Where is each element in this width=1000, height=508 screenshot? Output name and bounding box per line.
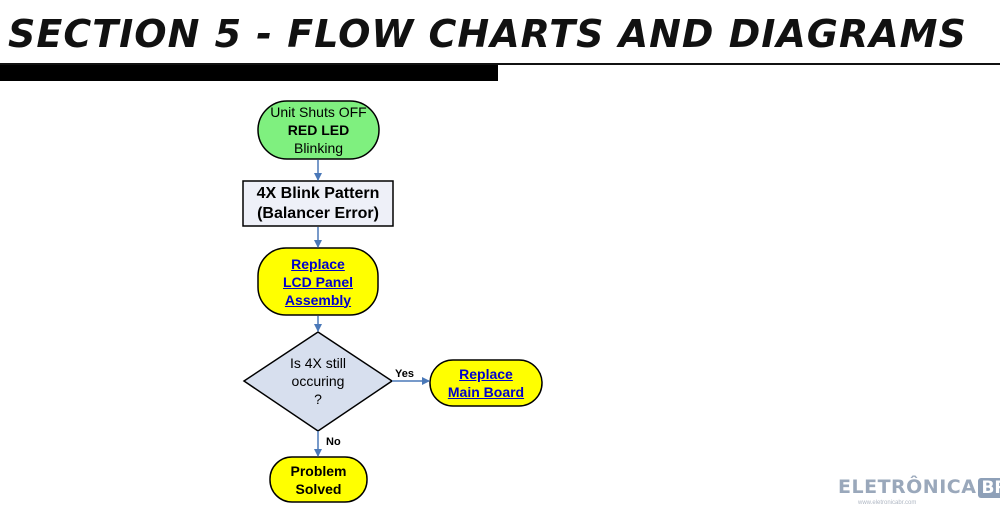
logo-brand-text: ELETRÔNICA [838,476,977,498]
yes-edge-label: Yes [395,368,414,380]
decision-line-2: occuring [291,373,345,389]
start-node-label: Unit Shuts OFF RED LED Blinking [258,101,379,159]
no-edge-label: No [326,436,341,448]
start-line-3: Blinking [293,140,344,156]
start-line-2: RED LED [287,122,350,138]
start-node [257,100,380,160]
decision-line-1: Is 4X still [289,355,346,371]
page-title: SECTION 5 - FLOW CHARTS AND DIAGRAMS [8,12,967,56]
replace-main-line-1[interactable]: Replace [459,366,513,382]
blink-pattern-node [242,180,394,227]
pattern-line-2: (Balancer Error) [257,204,379,222]
problem-solved-label: Problem Solved [270,457,367,502]
problem-solved-node [269,456,368,503]
end-line-1: Problem [290,462,347,479]
logo-badge: BR [978,478,1000,498]
title-bar [0,65,498,81]
replace-lcd-node[interactable] [257,247,379,316]
title-underline [0,63,1000,65]
replace-lcd-line-3[interactable]: Assembly [284,291,352,308]
replace-lcd-line-2[interactable]: LCD Panel [282,273,353,290]
replace-main-board-link[interactable]: Replace Main Board [430,360,542,406]
decision-line-3: ? [314,391,322,407]
start-line-1: Unit Shuts OFF [270,104,367,120]
decision-label: Is 4X still occuring ? [268,352,368,410]
eletronicabr-logo: ELETRÔNICABR www.eletronicabr.com [838,476,1000,506]
replace-lcd-link[interactable]: Replace LCD Panel Assembly [258,248,378,315]
replace-main-board-node[interactable] [429,359,543,407]
replace-lcd-line-1[interactable]: Replace [291,255,345,272]
blink-pattern-label: 4X Blink Pattern (Balancer Error) [243,181,393,226]
end-line-2: Solved [295,480,342,497]
replace-main-line-2[interactable]: Main Board [447,384,525,400]
pattern-line-1: 4X Blink Pattern [256,184,380,202]
logo-url: www.eletronicabr.com [858,500,917,506]
